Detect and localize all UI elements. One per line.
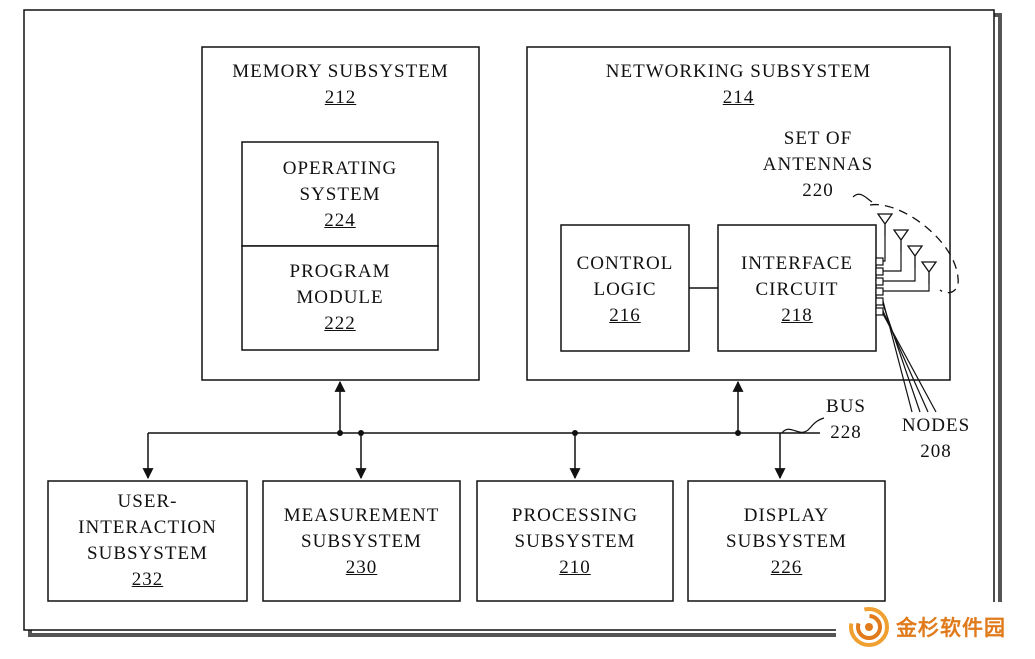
- operating-system-label: OPERATING SYSTEM 224: [242, 156, 438, 234]
- user-ref: 232: [131, 569, 164, 590]
- antennas-ref: 220: [802, 180, 834, 201]
- measurement-ref: 230: [345, 557, 378, 578]
- display-subsystem-box: [687, 480, 886, 602]
- antennas-line2: ANTENNAS: [762, 154, 874, 175]
- processing-line1: PROCESSING: [511, 505, 639, 526]
- bus-ref: 228: [830, 422, 862, 443]
- bus-label: BUS 228: [816, 394, 876, 446]
- antennas-line1: SET OF: [783, 128, 853, 149]
- processing-label: PROCESSING SUBSYSTEM 210: [477, 503, 673, 581]
- bus-connectors: [142, 380, 786, 480]
- control-line1: CONTROL: [576, 253, 674, 274]
- os-ref: 224: [324, 210, 356, 231]
- watermark: 金杉软件园: [848, 606, 1006, 648]
- antennas-label: SET OF ANTENNAS 220: [748, 126, 888, 204]
- user-line1: USER-: [117, 491, 178, 512]
- watermark-text: 金杉软件园: [896, 616, 1006, 640]
- interface-line1: INTERFACE: [740, 253, 854, 274]
- antenna-dashed-outline: [869, 204, 959, 294]
- watermark-logo-icon: [849, 607, 889, 647]
- program-ref: 222: [324, 313, 356, 334]
- measurement-line1: MEASUREMENT: [283, 505, 440, 526]
- processing-line2: SUBSYSTEM: [514, 531, 636, 552]
- display-ref: 226: [770, 557, 803, 578]
- memory-subsystem-title: MEMORY SUBSYSTEM 212: [202, 59, 479, 111]
- control-line2: LOGIC: [593, 279, 657, 300]
- os-line2: SYSTEM: [299, 184, 381, 205]
- networking-subsystem-title: NETWORKING SUBSYSTEM 214: [527, 59, 950, 111]
- program-module-label: PROGRAM MODULE 222: [242, 259, 438, 337]
- antenna-icons: [876, 213, 938, 284]
- bus-text: BUS: [826, 396, 866, 417]
- networking-ref: 214: [722, 87, 755, 108]
- memory-ref: 212: [324, 87, 357, 108]
- program-module-box: [241, 245, 439, 351]
- program-line1: PROGRAM: [289, 261, 391, 282]
- display-line1: DISPLAY: [743, 505, 830, 526]
- node-lines: [882, 300, 937, 413]
- user-line2: INTERACTION: [78, 517, 217, 538]
- display-line2: SUBSYSTEM: [726, 531, 847, 552]
- user-interaction-subsystem-box: [47, 480, 248, 602]
- networking-title-text: NETWORKING SUBSYSTEM: [605, 61, 872, 82]
- display-label: DISPLAY SUBSYSTEM 226: [688, 503, 885, 581]
- interface-line2: CIRCUIT: [755, 279, 839, 300]
- control-logic-label: CONTROL LOGIC 216: [561, 251, 689, 329]
- nodes-text: NODES: [901, 415, 971, 436]
- antenna-leader-line: [852, 193, 873, 203]
- nodes-label: NODES 208: [893, 413, 979, 465]
- bus-leader: [781, 417, 825, 434]
- os-line1: OPERATING: [282, 158, 398, 179]
- memory-title-text: MEMORY SUBSYSTEM: [232, 61, 449, 82]
- operating-system-box: [241, 141, 439, 247]
- measurement-line2: SUBSYSTEM: [301, 531, 422, 552]
- antenna-feed-lines: [883, 236, 930, 292]
- processing-ref: 210: [559, 557, 591, 578]
- user-line3: SUBSYSTEM: [87, 543, 208, 564]
- control-logic-box: [560, 224, 690, 352]
- measurement-label: MEASUREMENT SUBSYSTEM 230: [263, 503, 460, 581]
- program-line2: MODULE: [296, 287, 384, 308]
- processing-subsystem-box: [476, 480, 674, 602]
- interface-ref: 218: [781, 305, 813, 326]
- control-ref: 216: [609, 305, 641, 326]
- interface-circuit-label: INTERFACE CIRCUIT 218: [718, 251, 876, 329]
- nodes-ref: 208: [920, 441, 952, 462]
- user-interaction-label: USER- INTERACTION SUBSYSTEM 232: [48, 489, 247, 593]
- measurement-subsystem-box: [262, 480, 461, 602]
